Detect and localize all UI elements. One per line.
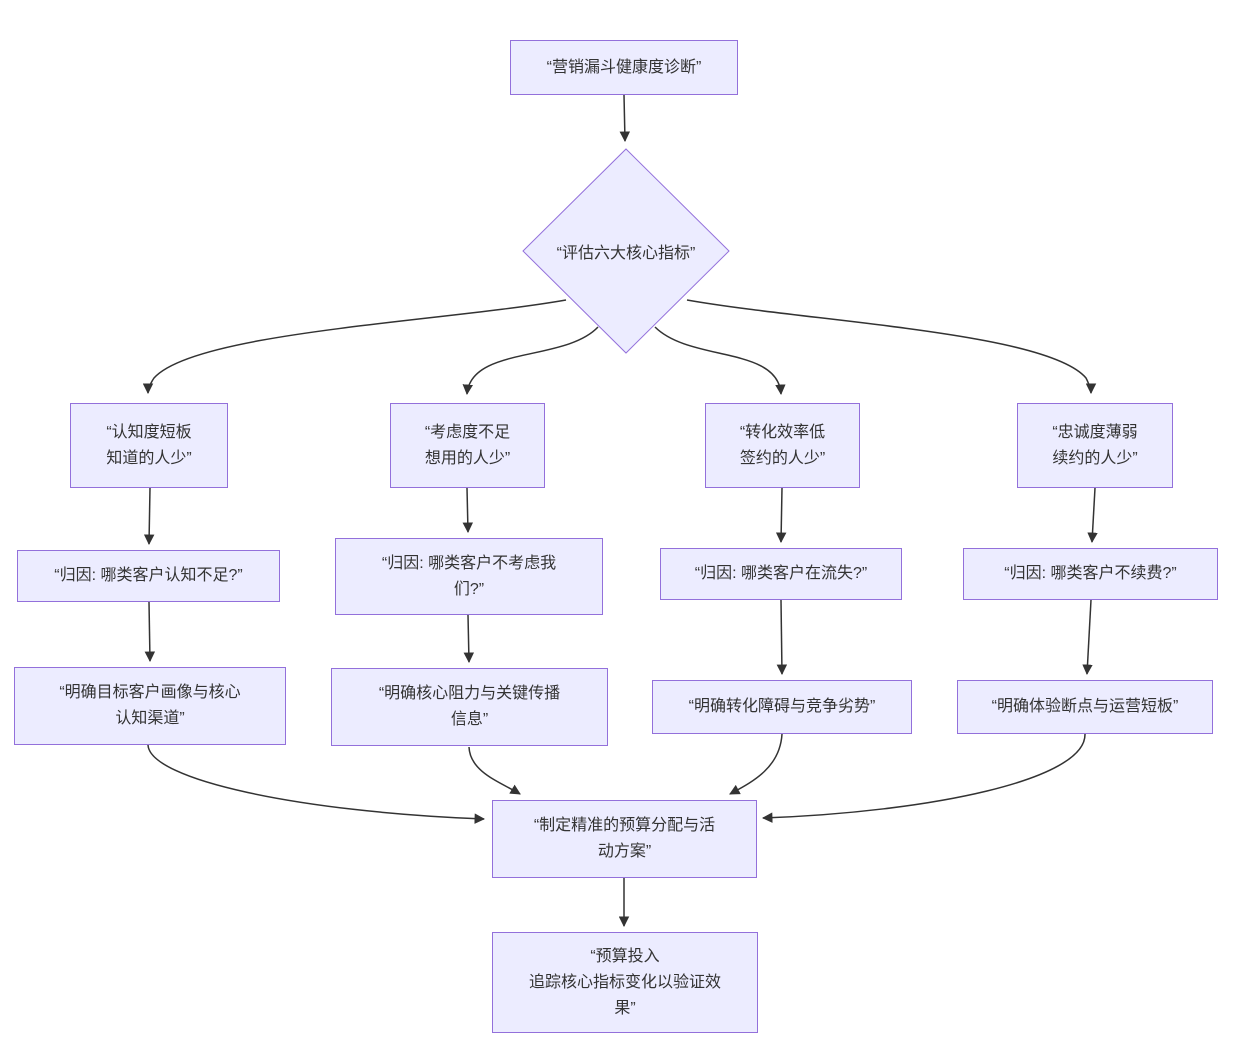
edge-decision-awareness — [142, 299, 567, 395]
node-consideration: “考虑度不足 想用的人少” — [390, 403, 545, 488]
edge-out-conversion-plan — [729, 733, 783, 795]
edge-out-loyalty-plan — [761, 733, 1086, 823]
node-track: “预算投入 追踪核心指标变化以验证效 果” — [492, 932, 758, 1033]
edge-out-awareness-plan — [147, 744, 486, 824]
node-awareness: “认知度短板 知道的人少” — [70, 403, 228, 488]
edge-start-decision — [619, 94, 631, 143]
edge-loyalty-attr — [1087, 487, 1098, 544]
decision-diamond-shape — [522, 148, 730, 354]
node-plan: “制定精准的预算分配与活 动方案” — [492, 800, 757, 878]
edge-attr-out-awareness — [144, 601, 156, 663]
node-conversion: “转化效率低 签约的人少” — [705, 403, 860, 488]
node-out-awareness: “明确目标客户画像与核心 认知渠道” — [14, 667, 286, 745]
edge-awareness-attr — [143, 487, 155, 546]
edge-consideration-attr — [462, 487, 474, 534]
edge-attr-out-loyalty — [1082, 599, 1093, 676]
node-attr-awareness: “归因: 哪类客户认知不足?” — [17, 550, 280, 602]
node-out-consideration: “明确核心阻力与关键传播 信息” — [331, 668, 608, 746]
edge-decision-conversion — [654, 326, 786, 396]
node-out-loyalty: “明确体验断点与运营短板” — [957, 680, 1213, 734]
node-loyalty: “忠诚度薄弱 续约的人少” — [1017, 403, 1173, 488]
edge-out-consideration-plan — [468, 746, 521, 795]
edge-decision-consideration — [462, 326, 599, 396]
node-attr-conversion: “归因: 哪类客户在流失?” — [660, 548, 902, 600]
node-start: “营销漏斗健康度诊断” — [510, 40, 738, 95]
edge-decision-loyalty — [686, 299, 1097, 395]
edge-conversion-attr — [775, 487, 787, 544]
edge-attr-out-consideration — [463, 614, 475, 664]
node-decision: “评估六大核心指标” — [556, 245, 696, 262]
node-attr-consideration: “归因: 哪类客户不考虑我 们?” — [335, 538, 603, 615]
node-attr-loyalty: “归因: 哪类客户不续费?” — [963, 548, 1218, 600]
node-out-conversion: “明确转化障碍与竞争劣势” — [652, 680, 912, 734]
edge-attr-out-conversion — [776, 599, 788, 676]
